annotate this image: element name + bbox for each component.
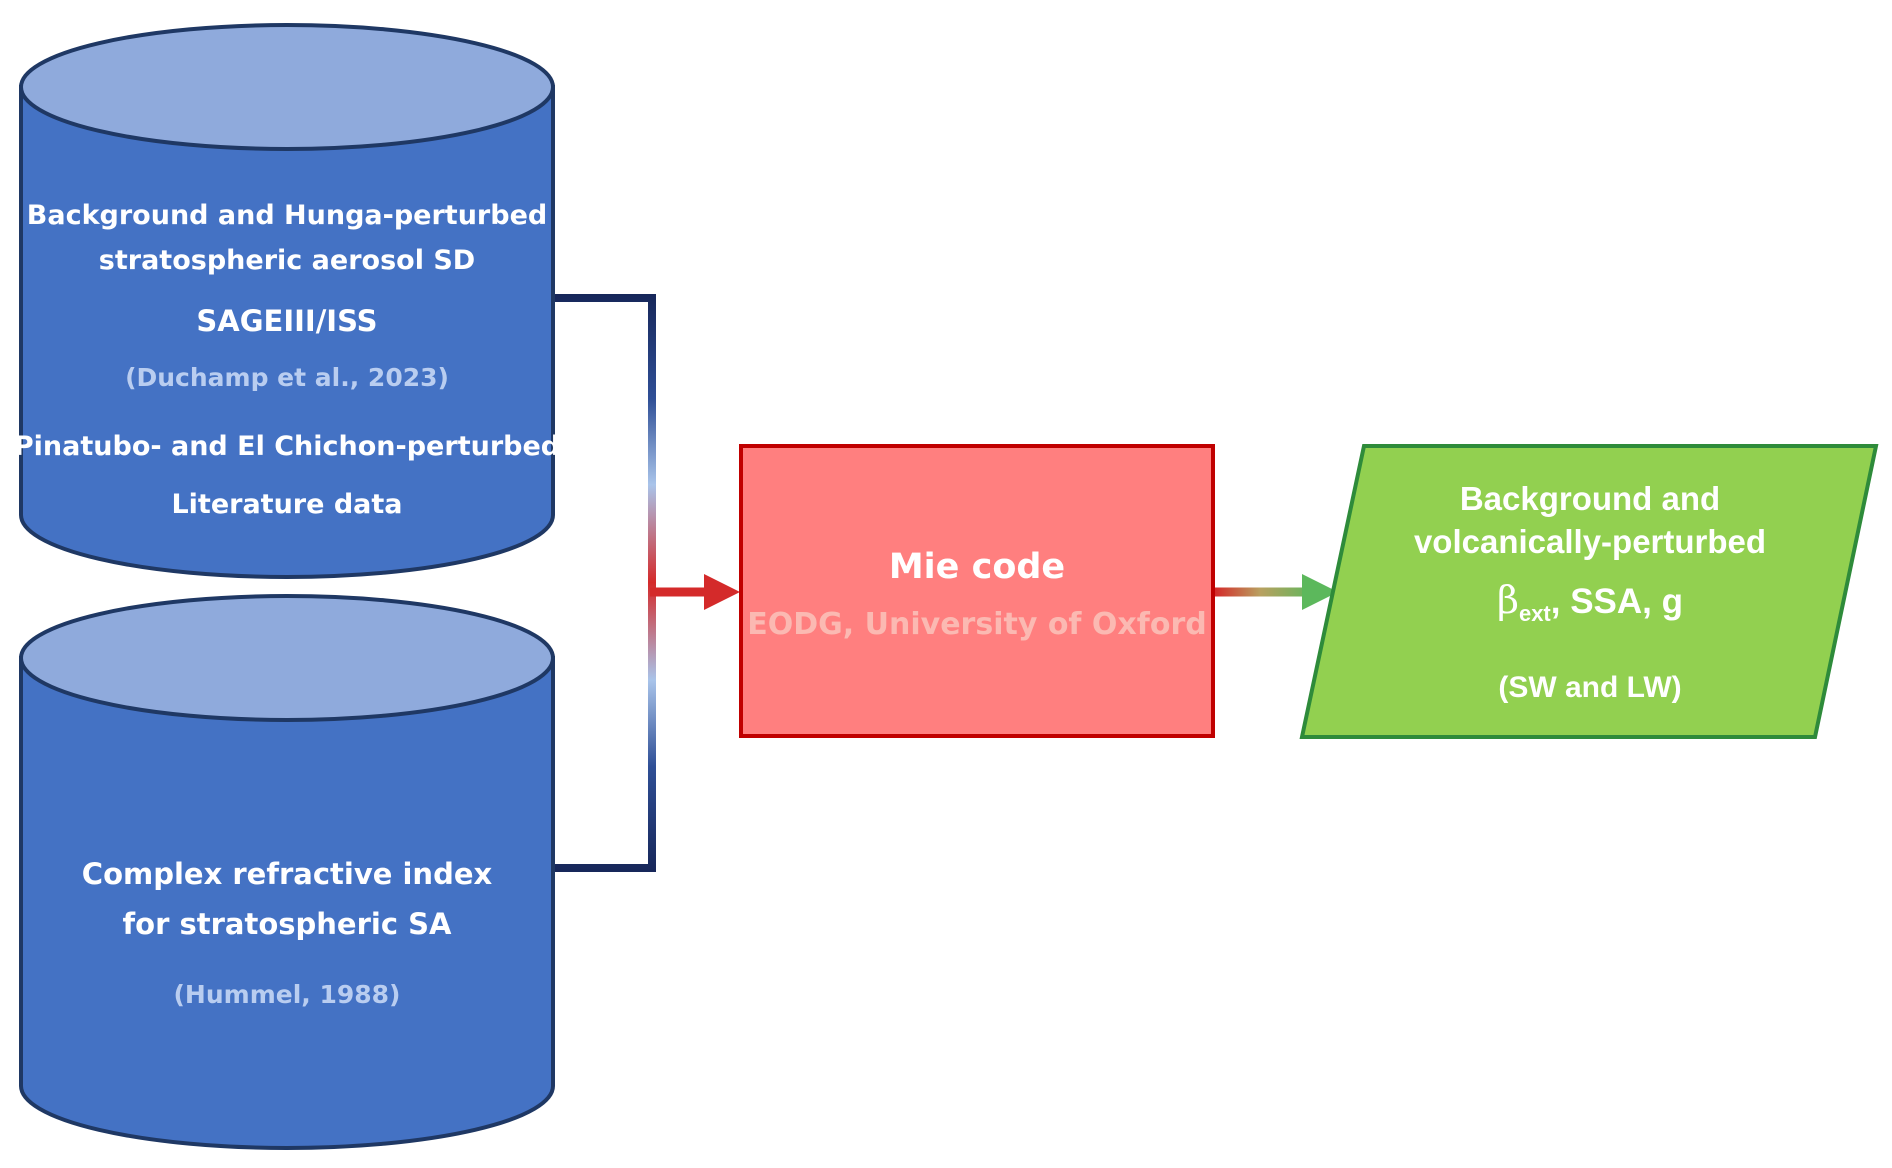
bottom-cylinder-lid: [19, 594, 555, 722]
output-line1: Background and: [1460, 480, 1720, 517]
mie-code-box: Mie code EODG, University of Oxford: [739, 444, 1215, 738]
top-cylinder-line3: Pinatubo- and El Chichon-perturbed: [14, 431, 560, 462]
mie-code-title: Mie code: [889, 547, 1065, 587]
top-cylinder-line4: Literature data: [171, 489, 402, 520]
output-parameters: βext, SSA, g: [1497, 578, 1683, 626]
output-parallelogram: [1299, 444, 1879, 739]
beta-subscript: ext: [1519, 601, 1551, 626]
top-cylinder-body: [19, 85, 555, 579]
output-arrow-head: [1302, 574, 1338, 610]
top-cylinder-lid: [19, 23, 555, 151]
aerosol-size-distribution-database: Background and Hunga-perturbed stratosph…: [14, 23, 560, 579]
input-arrow-head: [704, 574, 740, 610]
merge-bracket-connector: [555, 294, 656, 872]
mie-code-subtitle: EODG, University of Oxford: [747, 607, 1206, 642]
output-bands: (SW and LW): [1498, 671, 1681, 704]
bottom-cylinder-citation: (Hummel, 1988): [174, 980, 401, 1009]
top-cylinder-source: SAGEIII/ISS: [196, 304, 377, 338]
bottom-cylinder-line2: for stratospheric SA: [123, 907, 452, 941]
optical-properties-output: Background and volcanically-perturbed βe…: [1299, 444, 1879, 739]
top-cylinder-line2: stratospheric aerosol SD: [99, 245, 475, 276]
mie-code-rect: [739, 444, 1215, 738]
parameters-rest: , SSA, g: [1551, 582, 1683, 621]
refractive-index-database: Complex refractive index for stratospher…: [19, 594, 555, 1150]
bottom-cylinder-body: [19, 656, 555, 1150]
output-line2: volcanically-perturbed: [1414, 523, 1766, 560]
top-cylinder-citation: (Duchamp et al., 2023): [125, 363, 449, 392]
beta-symbol: β: [1497, 578, 1519, 622]
top-cylinder-line1: Background and Hunga-perturbed: [27, 200, 547, 231]
bottom-cylinder-line1: Complex refractive index: [82, 857, 493, 891]
